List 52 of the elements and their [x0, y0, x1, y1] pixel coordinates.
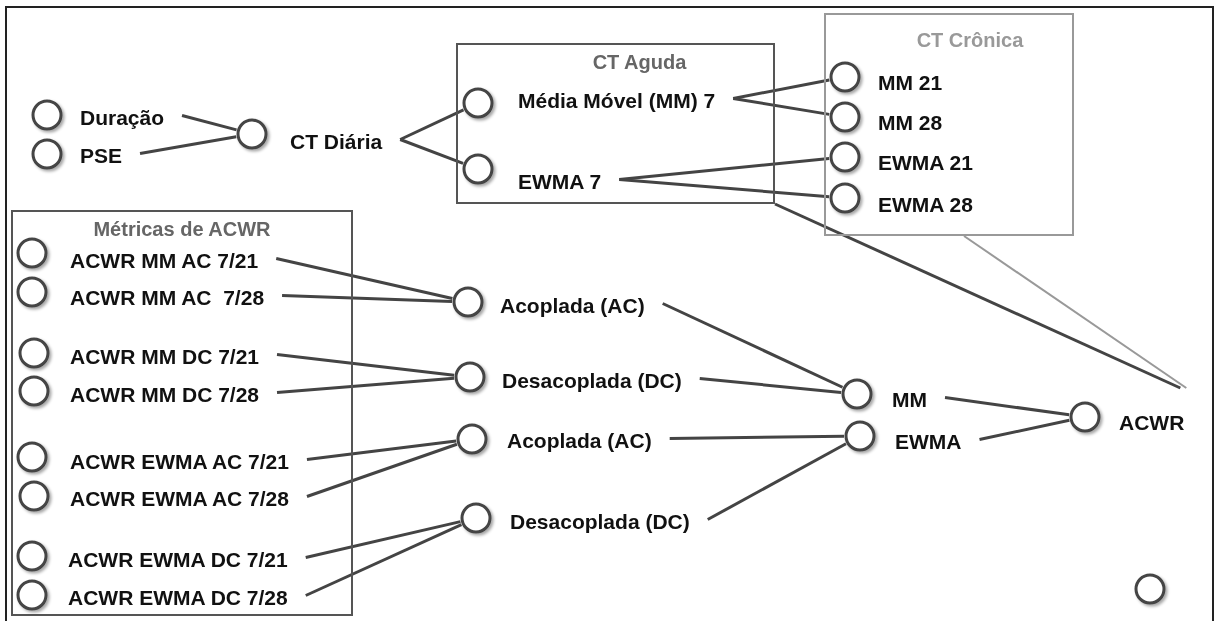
- node-label: ACWR MM AC 7/21: [70, 250, 259, 271]
- node-label: ACWR EWMA DC 7/28: [68, 587, 288, 608]
- node-label: ACWR EWMA AC 7/21: [70, 451, 289, 472]
- node-label: PSE: [80, 145, 123, 166]
- node-label: ACWR MM AC 7/28: [70, 287, 265, 308]
- connector-line: [282, 294, 453, 303]
- connector-line: [181, 114, 237, 132]
- group-box: [11, 210, 353, 616]
- node-label: Acoplada (AC): [500, 295, 645, 316]
- group-title: Métricas de ACWR: [92, 218, 272, 241]
- node-label: EWMA 21: [878, 152, 973, 173]
- connector-line: [275, 257, 453, 300]
- connector-line: [944, 396, 1070, 417]
- connector-line: [732, 97, 830, 116]
- node-label: ACWR: [1119, 412, 1185, 433]
- connector-line: [774, 202, 1181, 390]
- connector-line: [963, 235, 1188, 389]
- group-title: CT Crônica: [915, 29, 1025, 52]
- connector-line: [276, 376, 455, 394]
- node-label: ACWR EWMA AC 7/28: [70, 488, 289, 509]
- connector-line: [305, 523, 463, 597]
- node-label: Acoplada (AC): [507, 430, 652, 451]
- node-label: Desacoplada (DC): [502, 370, 682, 391]
- group-title: CT Aguda: [591, 51, 688, 74]
- connector-line: [276, 353, 455, 377]
- node-label: MM: [892, 389, 927, 410]
- connector-line: [699, 377, 842, 394]
- connector-line: [399, 108, 465, 141]
- node-label: EWMA 28: [878, 194, 973, 215]
- node-label: Desacoplada (DC): [510, 511, 690, 532]
- connector-line: [669, 434, 845, 440]
- connector-line: [399, 138, 464, 165]
- node-label: ACWR EWMA DC 7/21: [68, 549, 288, 570]
- connector-line: [306, 439, 457, 461]
- connector-line: [305, 520, 461, 559]
- node-label: Duração: [80, 107, 165, 128]
- node-label: ACWR MM DC 7/21: [70, 346, 259, 367]
- connector-line: [707, 442, 847, 521]
- connector-line: [979, 418, 1070, 441]
- group-box: [824, 13, 1074, 236]
- connector-line: [619, 178, 830, 199]
- node-label: EWMA 7: [518, 171, 602, 192]
- connector-line: [306, 442, 458, 498]
- node-label: CT Diária: [290, 131, 383, 152]
- node-label: Média Móvel (MM) 7: [518, 90, 716, 111]
- connector-line: [139, 135, 237, 155]
- node-label: EWMA: [895, 431, 962, 452]
- node-label: ACWR MM DC 7/28: [70, 384, 259, 405]
- node-label: MM 28: [878, 112, 943, 133]
- connector-line: [662, 302, 844, 389]
- node-label: MM 21: [878, 72, 943, 93]
- group-box: [456, 43, 775, 204]
